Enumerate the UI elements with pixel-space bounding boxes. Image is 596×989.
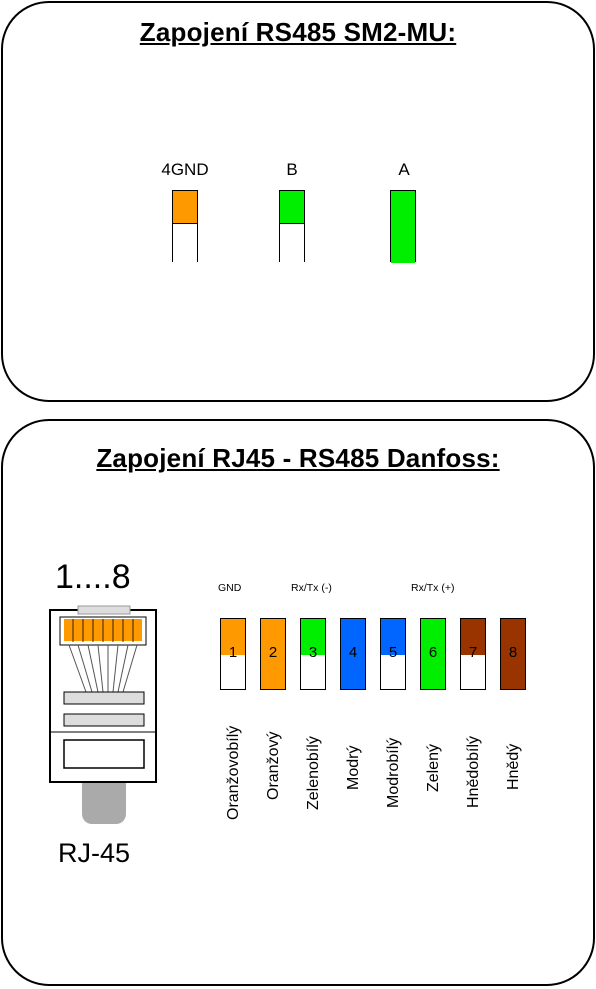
wire-name-6: Zelený bbox=[425, 744, 442, 792]
pin-number: 6 bbox=[428, 644, 438, 661]
wire-pin-1: 1 bbox=[220, 618, 246, 690]
signal-rxtx-minus-label: Rx/Tx (-) bbox=[291, 582, 332, 594]
wire-pin-5: 5 bbox=[380, 618, 406, 690]
wire-pin-2: 2 bbox=[260, 618, 286, 690]
signal-gnd-label: GND bbox=[218, 582, 242, 594]
pin-number: 3 bbox=[308, 644, 318, 661]
wire-name-4: Modrý bbox=[345, 746, 362, 790]
pin-number: 1 bbox=[228, 644, 238, 661]
terminal-4gnd bbox=[172, 190, 198, 264]
terminal-label-b: B bbox=[286, 160, 298, 179]
pin-number: 8 bbox=[508, 644, 518, 661]
wire-name-1: Oranžovobílý bbox=[225, 726, 242, 820]
pin-number: 4 bbox=[348, 644, 358, 661]
pin-number: 5 bbox=[388, 644, 398, 661]
terminal-a bbox=[390, 190, 416, 263]
pin-number: 7 bbox=[468, 644, 478, 661]
wire-pin-8: 8 bbox=[500, 618, 526, 690]
wire-pin-6: 6 bbox=[420, 618, 446, 690]
wire-name-3: Zelenobílý bbox=[305, 736, 322, 810]
rj45-danfoss-title: Zapojení RJ45 - RS485 Danfoss: bbox=[96, 443, 500, 473]
wire-pin-3: 3 bbox=[300, 618, 326, 690]
pin-range-label: 1....8 bbox=[55, 558, 131, 596]
wire-name-5: Modrobílý bbox=[385, 738, 402, 808]
pin-number: 2 bbox=[268, 644, 278, 661]
wire-pin-4: 4 bbox=[340, 618, 366, 690]
sm2-mu-title: Zapojení RS485 SM2-MU: bbox=[139, 17, 457, 47]
wire-color-names: Oranžovobílý Oranžový Zelenobílý Modrý M… bbox=[225, 726, 522, 820]
connector-label: RJ-45 bbox=[58, 838, 131, 868]
wire-name-2: Oranžový bbox=[265, 732, 282, 800]
wire-pin-7: 7 bbox=[460, 618, 486, 690]
terminal-b bbox=[279, 190, 305, 264]
rj45-connector-icon bbox=[49, 605, 157, 824]
terminal-label-a: A bbox=[398, 160, 410, 179]
wire-name-7: Hnědobílý bbox=[465, 736, 482, 808]
terminal-label-4gnd: 4GND bbox=[161, 160, 209, 179]
wire-name-8: Hnědý bbox=[505, 744, 522, 790]
signal-rxtx-plus-label: Rx/Tx (+) bbox=[411, 582, 455, 594]
